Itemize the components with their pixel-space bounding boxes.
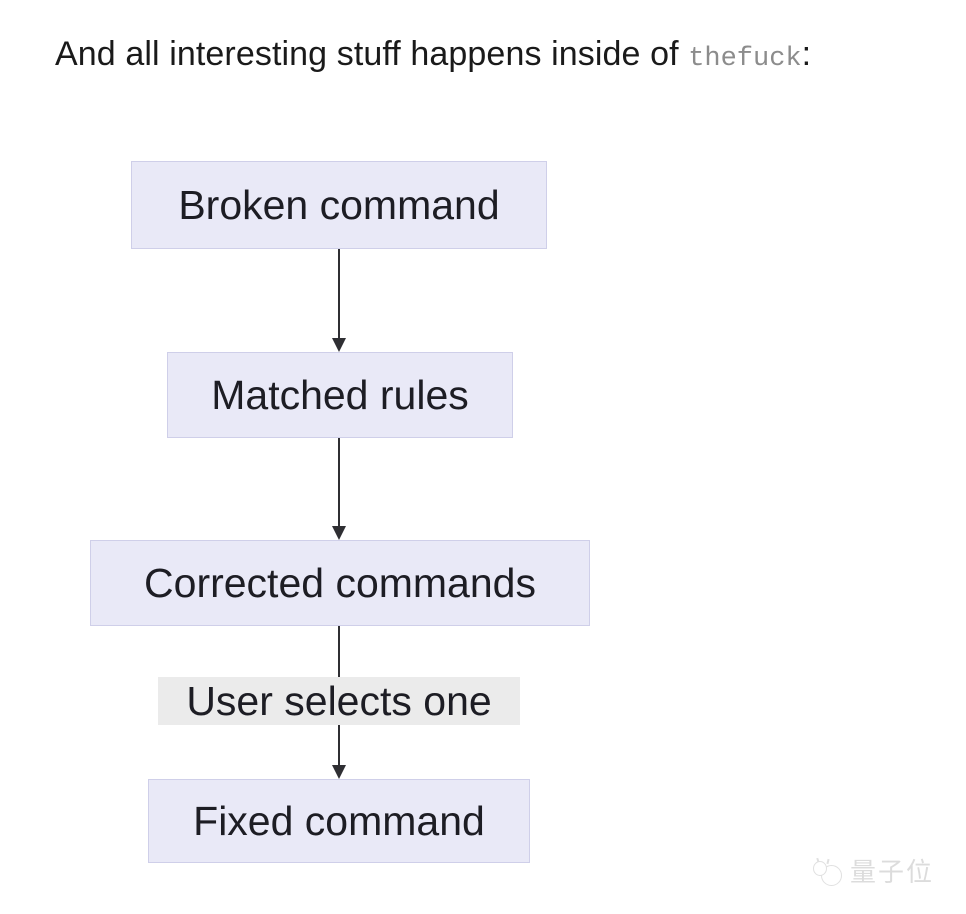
flow-node-label: Fixed command [193,797,485,844]
logo-circle-small [813,861,827,876]
flow-node-matched-rules: Matched rules [167,352,513,438]
arrowhead-down-icon [332,338,346,352]
flow-node-fixed-command: Fixed command [148,779,530,863]
watermark-text: 量子位 [850,858,935,888]
arrowhead-down-icon [332,526,346,540]
page-heading: And all interesting stuff happens inside… [55,30,811,83]
flow-edge-label-user-selects-one: User selects one [158,677,520,725]
flow-node-corrected-commands: Corrected commands [90,540,590,626]
flow-node-label: Matched rules [211,371,469,418]
flow-node-label: Corrected commands [144,559,536,606]
heading-code-token: thefuck [688,44,802,74]
watermark: 量子位 [812,857,935,888]
heading-text-after: : [801,35,812,73]
edge-line [338,249,340,341]
qbitai-logo-icon [812,857,842,888]
heading-text-before: And all interesting stuff happens inside… [55,35,689,73]
arrowhead-down-icon [332,765,346,779]
edge-line [338,438,340,529]
flow-node-broken-command: Broken command [131,161,547,249]
logo-stem-right [826,858,830,865]
flow-node-label: Broken command [178,181,500,228]
edge-label-text: User selects one [186,677,492,724]
